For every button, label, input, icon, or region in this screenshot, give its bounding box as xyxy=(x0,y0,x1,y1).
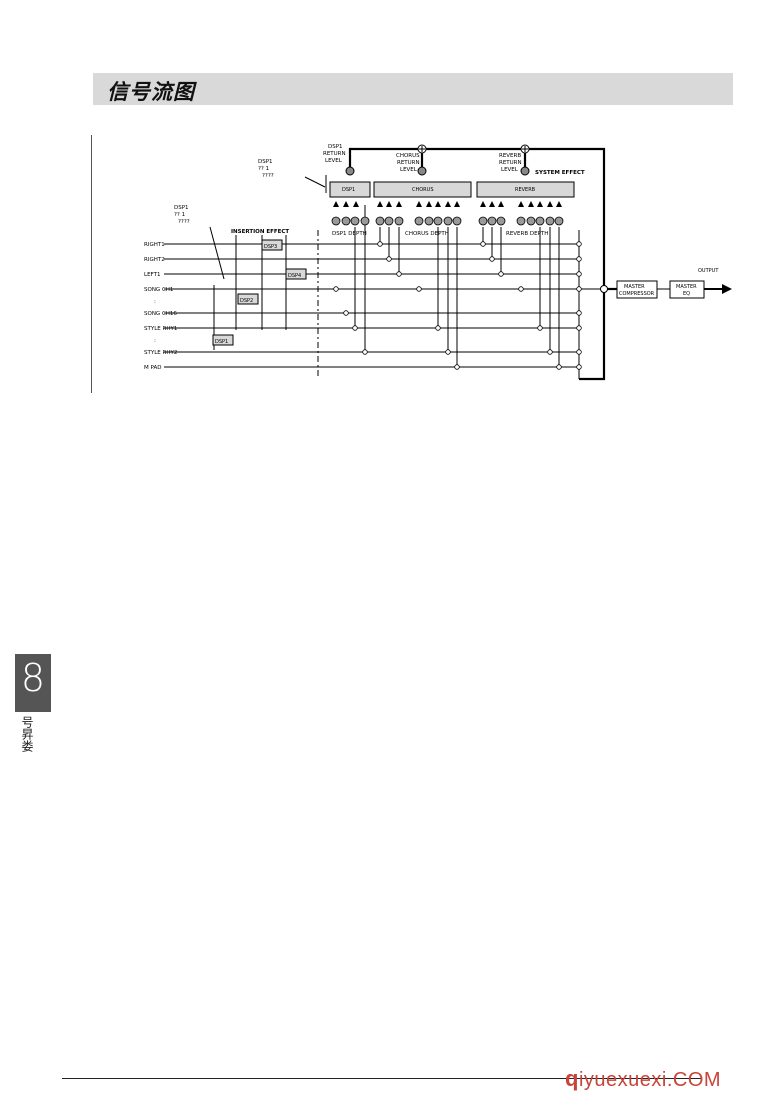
channel-label-song-ch16: SONG CH16 xyxy=(144,311,177,317)
return-knob-icons xyxy=(345,166,530,176)
master-compressor-label: MASTER xyxy=(624,284,645,290)
depth-label-chorus: CHORUS DEPTH xyxy=(405,231,449,237)
junction-nodes xyxy=(333,241,582,370)
insertion-block-label: DSP4 xyxy=(288,273,301,279)
system-block-label: REVERB xyxy=(515,187,536,193)
return-label: RETURN xyxy=(499,160,522,166)
vertical-ellipsis: : xyxy=(154,338,156,344)
system-block-dsp1 xyxy=(329,181,371,198)
page-title: 信号流图 xyxy=(107,80,195,104)
channel-label-right2: RIGHT2 xyxy=(144,257,165,263)
insertion-block-dsp3 xyxy=(261,239,283,251)
chapter-tab: 8 xyxy=(15,654,51,712)
return-label: DSP1 xyxy=(328,144,343,150)
site-watermark: qiyuexuexi.COM xyxy=(565,1066,721,1092)
channel-label-m-pad: M PAD xyxy=(144,365,161,371)
insertion-effect-label: INSERTION EFFECT xyxy=(231,229,289,235)
master-eq-label: EQ xyxy=(683,291,690,297)
section-banner: 信号流图 xyxy=(93,73,733,105)
output-arrow-icon xyxy=(722,284,732,294)
channel-label-left1: LEFT1 xyxy=(144,272,160,278)
watermark-text: iyuexuexi.COM xyxy=(578,1069,722,1091)
channel-label-right1: RIGHT1 xyxy=(144,242,165,248)
annotation-left-line3: ???? xyxy=(178,219,190,225)
return-label: LEVEL xyxy=(400,167,418,173)
system-effect-blocks xyxy=(329,181,575,198)
annotation-top-line1: DSP1 xyxy=(258,159,273,165)
footer-rule xyxy=(62,1078,702,1079)
insertion-blocks xyxy=(212,239,307,346)
depth-label-dsp1: DSP1 DEPTH xyxy=(332,231,367,237)
insertion-block-label: DSP2 xyxy=(240,298,253,304)
system-block-label: CHORUS xyxy=(412,187,434,193)
chapter-number: 8 xyxy=(20,656,46,700)
chapter-label: 号昇娄 xyxy=(20,716,34,752)
return-label: RETURN xyxy=(397,160,420,166)
signal-lines xyxy=(164,175,722,379)
insertion-block-dsp1 xyxy=(212,334,234,346)
watermark-lead: q xyxy=(565,1066,579,1091)
vertical-ellipsis: : xyxy=(154,299,156,305)
channel-label-song-ch1: SONG CH1 xyxy=(144,287,173,293)
signal-flow-diagram: RIGHT1 RIGHT2 LEFT1 SONG CH1 : SONG CH16… xyxy=(144,144,732,381)
return-label: LEVEL xyxy=(325,158,343,164)
annotation-left-line1: DSP1 xyxy=(174,205,189,211)
annotation-top-line2: ?? 1 xyxy=(258,166,269,172)
return-label: LEVEL xyxy=(501,167,519,173)
system-block-label: DSP1 xyxy=(342,187,355,193)
return-sum-nodes xyxy=(417,144,608,293)
return-label: REVERB xyxy=(499,153,521,159)
annotation-top-line3: ???? xyxy=(262,173,274,179)
master-eq-label: MASTER xyxy=(676,284,697,290)
insertion-block-label: DSP3 xyxy=(264,244,277,250)
block-input-arrows xyxy=(333,201,562,207)
master-compressor-label: COMPRESSOR xyxy=(619,291,655,297)
insertion-block-dsp2 xyxy=(237,293,259,305)
insertion-block-dsp4 xyxy=(285,268,307,280)
master-compressor-block xyxy=(616,280,658,299)
return-label: RETURN xyxy=(323,151,346,157)
insertion-block-label: DSP1 xyxy=(215,339,228,345)
channel-label-style-rhy2: STYLE RHY2 xyxy=(144,350,177,356)
system-block-chorus xyxy=(373,181,472,198)
depth-label-reverb: REVERB DEPTH xyxy=(506,231,548,237)
diagram-frame-line xyxy=(91,135,92,393)
system-effect-label: SYSTEM EFFECT xyxy=(535,170,585,176)
system-block-reverb xyxy=(476,181,575,198)
annotation-left-line2: ?? 1 xyxy=(174,212,185,218)
diagram-labels: RIGHT1 RIGHT2 LEFT1 SONG CH1 : SONG CH16… xyxy=(144,144,719,371)
output-label: OUTPUT xyxy=(698,268,719,274)
master-eq-block xyxy=(669,280,705,299)
depth-knob-icons xyxy=(331,216,564,226)
return-label: CHORUS xyxy=(396,153,420,159)
channel-label-style-rhy1: STYLE RHY1 xyxy=(144,326,177,332)
